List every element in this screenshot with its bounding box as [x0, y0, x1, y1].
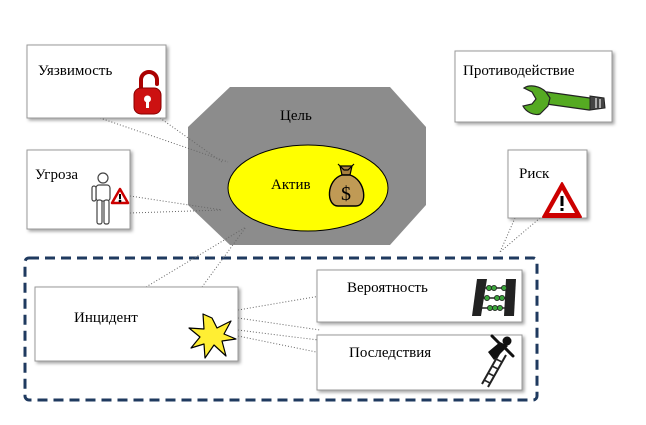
probability-label: Вероятность	[347, 280, 428, 296]
explosion-icon	[188, 313, 237, 359]
warning-triangle-icon	[542, 182, 582, 218]
risk-label: Риск	[519, 166, 550, 182]
open-padlock-icon	[133, 70, 162, 115]
countermeasure-label: Противодействие	[463, 63, 575, 79]
person-warning-icon	[91, 172, 130, 225]
threat-box	[26, 149, 131, 230]
target-label: Цель	[280, 108, 312, 124]
callout-connectors	[99, 117, 541, 355]
incident-dashed-frame	[23, 256, 539, 402]
vulnerability-label: Уязвимость	[38, 63, 113, 79]
asset-label: Актив	[271, 177, 311, 193]
svg-text:$: $	[341, 183, 351, 205]
consequences-box	[316, 334, 523, 391]
incident-label: Инцидент	[74, 310, 138, 326]
money-bag-icon: $	[328, 163, 365, 207]
consequences-label: Последствия	[349, 345, 432, 361]
broken-ladder-icon	[481, 334, 515, 388]
wrench-icon	[522, 85, 606, 116]
abacus-icon	[472, 279, 516, 316]
threat-label: Угроза	[35, 167, 79, 183]
